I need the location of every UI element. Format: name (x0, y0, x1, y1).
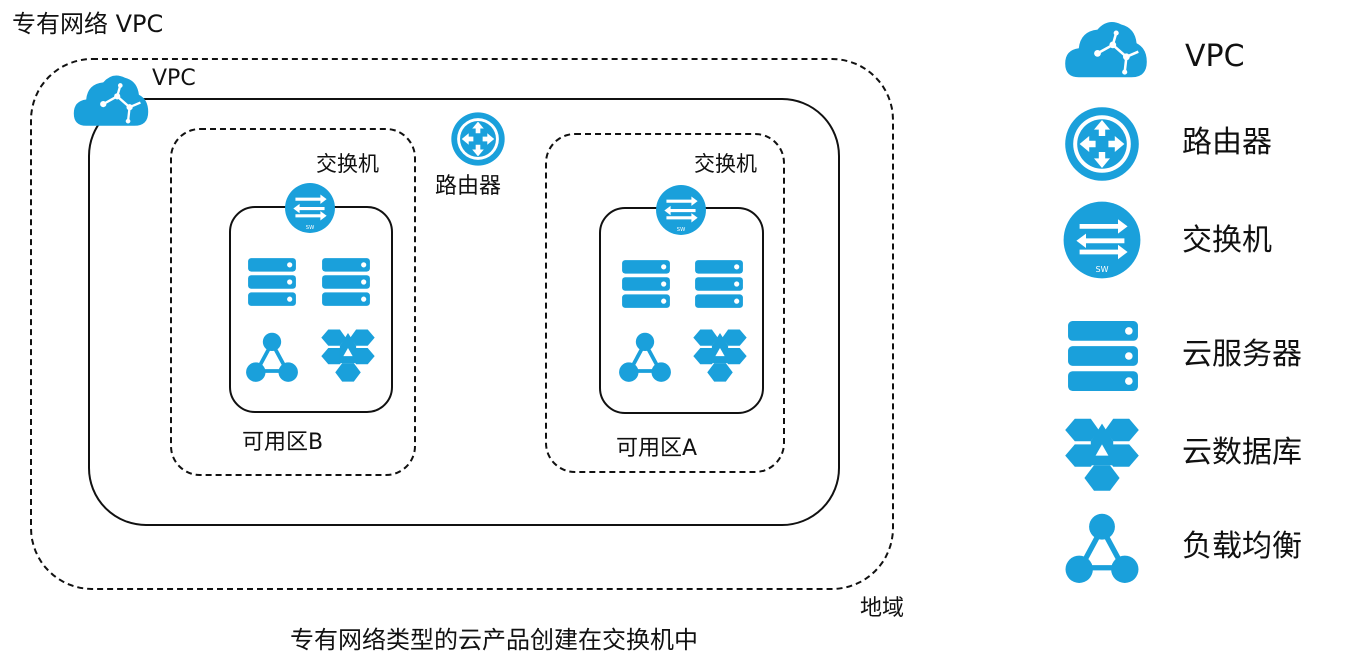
load-balancer-icon (241, 330, 303, 384)
switch-a-label: 交换机 (694, 152, 757, 176)
cloud-server-icon (622, 260, 670, 308)
switch-a-boundary (545, 133, 785, 473)
switch-icon (656, 185, 706, 235)
vpc-label: VPC (152, 66, 196, 91)
vpc-cloud-icon (72, 74, 150, 128)
legend-label-cloud-database: 云数据库 (1182, 435, 1302, 470)
cloud-database-icon (693, 329, 747, 382)
legend-label-router: 路由器 (1182, 125, 1272, 160)
router-icon (451, 112, 505, 166)
switch-icon (1063, 201, 1141, 279)
legend-label-switch: 交换机 (1182, 223, 1272, 258)
legend-label-load-balancer: 负载均衡 (1182, 529, 1302, 564)
load-balancer-icon (1062, 510, 1142, 586)
load-balancer-icon (614, 330, 676, 384)
router-label: 路由器 (435, 174, 502, 199)
cloud-database-icon (321, 329, 375, 382)
vpc-cloud-icon (1063, 20, 1149, 79)
page-title: 专有网络 VPC (12, 10, 164, 38)
cloud-server-icon (322, 258, 370, 306)
cloud-server-icon (695, 260, 743, 308)
cloud-server-icon (1068, 321, 1138, 391)
switch-icon (285, 183, 335, 233)
legend-label-cloud-server: 云服务器 (1182, 337, 1302, 372)
vpc-boundary (88, 98, 840, 526)
router-icon (1065, 107, 1139, 181)
legend-label-vpc: VPC (1185, 39, 1245, 74)
zone-a-label: 可用区A (616, 436, 698, 461)
cloud-database-icon (1065, 418, 1139, 491)
switch-b-boundary (170, 128, 416, 476)
region-boundary (30, 58, 894, 590)
cloud-server-icon (248, 258, 296, 306)
switch-b-label: 交换机 (316, 152, 379, 176)
region-label: 地域 (860, 596, 905, 621)
diagram-caption: 专有网络类型的云产品创建在交换机中 (290, 626, 698, 654)
zone-b-label: 可用区B (242, 430, 324, 455)
